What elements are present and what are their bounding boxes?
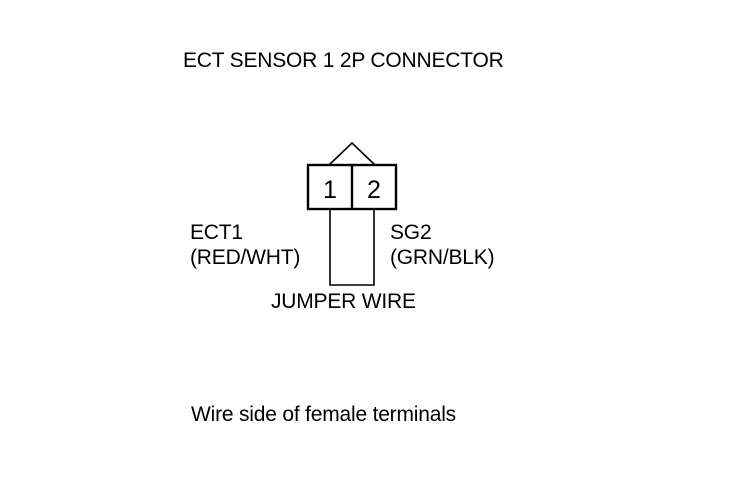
terminal-sg2-wire-color: (GRN/BLK)	[390, 246, 495, 269]
terminal-ect1-wire-color: (RED/WHT)	[190, 246, 301, 269]
diagram-title: ECT SENSOR 1 2P CONNECTOR	[183, 49, 504, 72]
jumper-wire-label: JUMPER WIRE	[271, 290, 416, 313]
terminal-ect1-label: ECT1	[190, 221, 243, 244]
view-note: Wire side of female terminals	[191, 403, 456, 426]
jumper-wire	[329, 209, 375, 286]
terminal-sg2-label: SG2	[390, 221, 432, 244]
pin-1-number: 1	[323, 176, 337, 204]
pin-2-number: 2	[367, 176, 381, 204]
connector-lock-tab	[328, 141, 376, 166]
